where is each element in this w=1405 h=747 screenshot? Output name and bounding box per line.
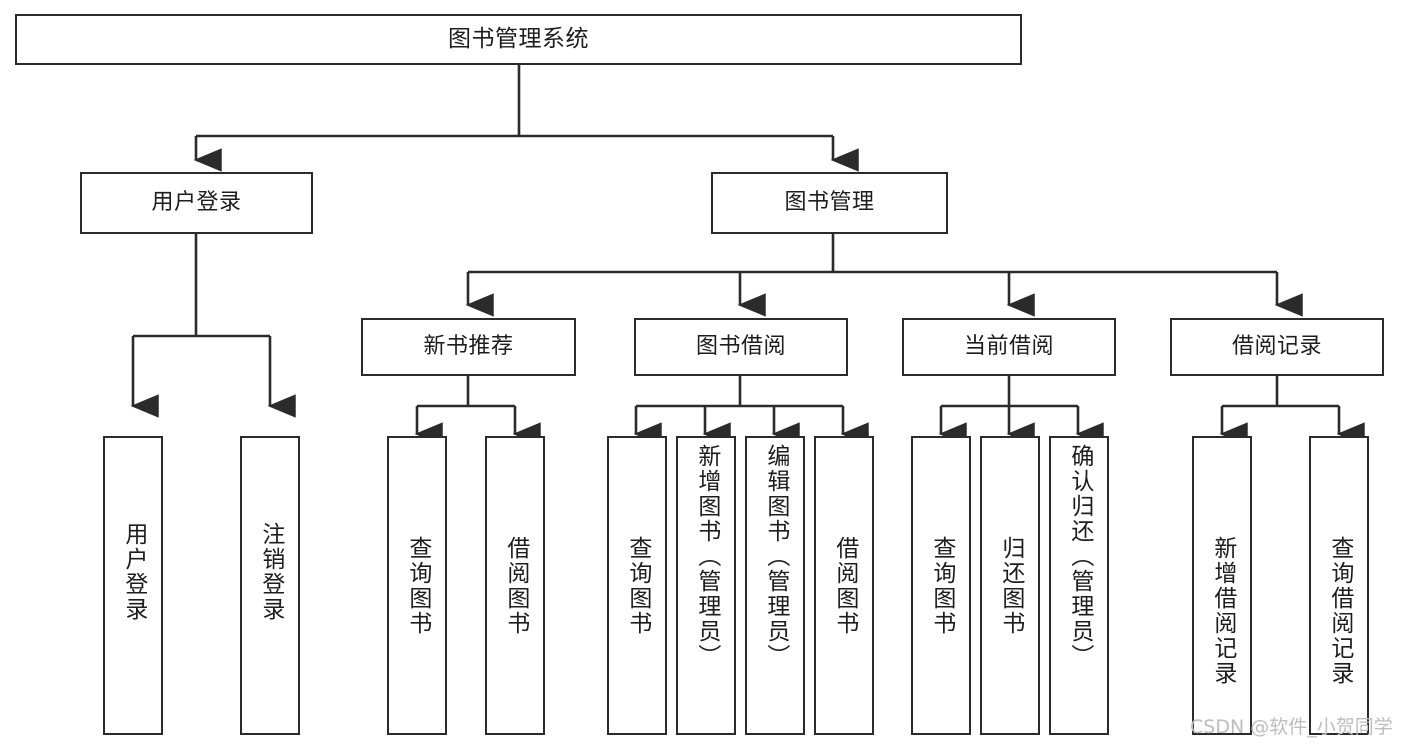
node-root-library-system[interactable]: 图书管理系统 — [15, 14, 1022, 65]
node-label: 用户登录 — [151, 190, 242, 216]
edges-currentborrow-to-leaves — [938, 376, 1104, 446]
node-label: 借阅记录 — [1231, 334, 1322, 360]
node-label: 查询图书 — [928, 536, 955, 636]
node-book-borrow[interactable]: 图书借阅 — [634, 318, 848, 376]
node-label: 注销登录 — [257, 522, 284, 622]
node-label: 借阅图书 — [502, 536, 529, 636]
leaf-confirm-return-admin[interactable]: 确认归还（管理员） — [1049, 436, 1109, 735]
leaf-query-books-current[interactable]: 查询图书 — [911, 436, 971, 735]
node-label: 查询图书 — [624, 536, 651, 636]
leaf-user-login[interactable]: 用户登录 — [103, 436, 163, 735]
node-label: 图书管理系统 — [448, 26, 589, 53]
leaf-borrow-books-recommend[interactable]: 借阅图书 — [485, 436, 545, 735]
node-label: 当前借阅 — [963, 334, 1054, 360]
node-current-borrow[interactable]: 当前借阅 — [902, 318, 1116, 376]
leaf-query-books-recommend[interactable]: 查询图书 — [387, 436, 447, 735]
node-label: 编辑图书（管理员） — [762, 444, 789, 669]
leaf-edit-book-admin[interactable]: 编辑图书（管理员） — [745, 436, 805, 735]
leaf-add-borrow-record[interactable]: 新增借阅记录 — [1192, 436, 1252, 735]
node-label: 图书管理 — [784, 190, 875, 216]
node-label: 用户登录 — [120, 522, 147, 622]
leaf-logout[interactable]: 注销登录 — [240, 436, 300, 735]
csdn-watermark: CSDN @软件_小贺同学 — [1190, 716, 1393, 738]
leaf-query-books-borrow[interactable]: 查询图书 — [607, 436, 667, 735]
leaf-query-borrow-record[interactable]: 查询借阅记录 — [1309, 436, 1369, 735]
node-label: 图书借阅 — [695, 334, 786, 360]
edges-root-to-level2 — [193, 65, 859, 172]
node-label: 确认归还（管理员） — [1066, 444, 1093, 669]
leaf-borrow-books[interactable]: 借阅图书 — [814, 436, 874, 735]
leaf-add-book-admin[interactable]: 新增图书（管理员） — [676, 436, 736, 735]
node-borrow-record[interactable]: 借阅记录 — [1170, 318, 1384, 376]
edges-borrowrecord-to-leaves — [1219, 376, 1365, 446]
edges-userlogin-to-leaves — [130, 234, 296, 418]
node-label: 新增借阅记录 — [1209, 536, 1236, 686]
edges-bookborrow-to-leaves — [633, 376, 869, 446]
edges-newbook-to-leaves — [414, 376, 541, 446]
node-label: 新增图书（管理员） — [693, 444, 720, 669]
node-label: 查询借阅记录 — [1326, 536, 1353, 686]
node-label: 借阅图书 — [831, 536, 858, 636]
node-user-login[interactable]: 用户登录 — [80, 172, 313, 234]
node-new-book-recommend[interactable]: 新书推荐 — [361, 318, 576, 376]
edges-bookmanage-to-level3 — [465, 234, 1303, 317]
node-label: 新书推荐 — [423, 334, 514, 360]
node-label: 归还图书 — [997, 536, 1024, 636]
leaf-return-books[interactable]: 归还图书 — [980, 436, 1040, 735]
node-book-management[interactable]: 图书管理 — [711, 172, 948, 234]
node-label: 查询图书 — [404, 536, 431, 636]
